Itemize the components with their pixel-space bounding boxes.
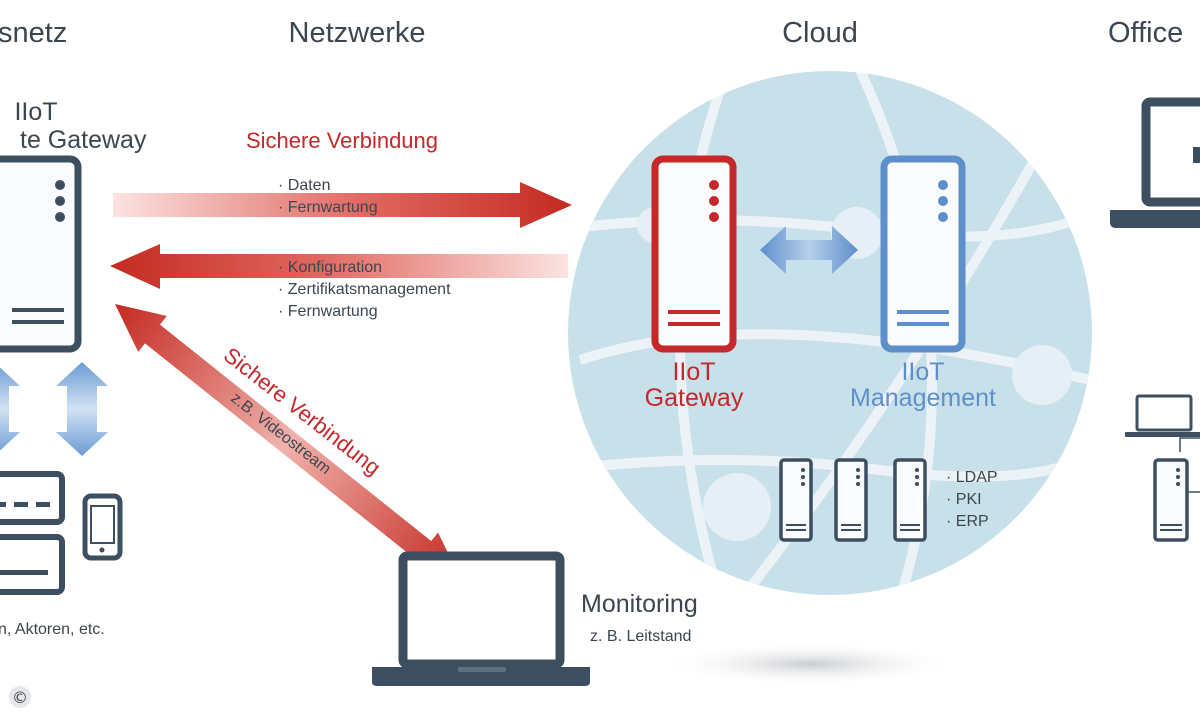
devices-label: n, Aktoren, etc. — [0, 621, 105, 638]
office-server-icon — [1153, 458, 1189, 542]
back-item-configuration: · Konfiguration — [278, 259, 382, 276]
service-ldap: · LDAP — [946, 469, 998, 486]
cloud-globe — [568, 71, 1092, 595]
header-office: Office — [1108, 17, 1183, 49]
service-server-icon — [779, 458, 813, 542]
service-pki: · PKI — [946, 491, 982, 508]
device-link-arrow-right-icon — [56, 362, 108, 456]
monitoring-title: Monitoring — [581, 590, 698, 618]
cloud-gateway-label-line2: Gateway — [645, 384, 744, 412]
service-server-icon — [834, 458, 868, 542]
header-networks: Netzwerke — [289, 17, 426, 49]
edge-gateway-label-line2: te Gateway — [20, 126, 147, 154]
forward-item-data: · Daten — [278, 177, 330, 194]
gateway-management-arrow-icon — [760, 226, 858, 274]
cloud-gateway-server-icon — [651, 155, 737, 353]
secure-connection-title: Sichere Verbindung — [246, 128, 438, 153]
management-label-line2: Management — [850, 384, 996, 412]
management-server-icon — [880, 155, 966, 353]
monitoring-sub: z. B. Leitstand — [590, 628, 691, 645]
edge-gateway-server-icon — [0, 155, 82, 353]
field-device-icon — [0, 471, 65, 595]
copyright-mark: © — [12, 688, 28, 707]
video-arrow-icon — [115, 304, 462, 581]
service-server-icon — [893, 458, 927, 542]
monitoring-laptop-icon — [372, 551, 590, 686]
office-connector-line — [1179, 437, 1200, 452]
device-link-arrow-left-icon — [0, 367, 20, 451]
header-cloud: Cloud — [782, 17, 858, 49]
office-laptop-icon — [1110, 97, 1200, 228]
data-arrow-right-icon — [113, 182, 572, 228]
forward-item-maintenance: · Fernwartung — [278, 199, 378, 216]
header-left: snetz — [0, 17, 67, 49]
back-item-maintenance: · Fernwartung — [278, 303, 378, 320]
smartphone-icon — [82, 493, 123, 561]
management-label-line1: IIoT — [901, 358, 944, 386]
cloud-gateway-label-line1: IIoT — [672, 358, 715, 386]
config-arrow-left-icon — [110, 244, 568, 289]
back-item-certificates: · Zertifikatsmanagement — [278, 281, 451, 298]
service-erp: · ERP — [946, 513, 989, 530]
edge-gateway-label-line1: IIoT — [14, 98, 57, 126]
office-small-laptop-icon — [1125, 394, 1200, 437]
laptop-shadow — [660, 642, 960, 686]
